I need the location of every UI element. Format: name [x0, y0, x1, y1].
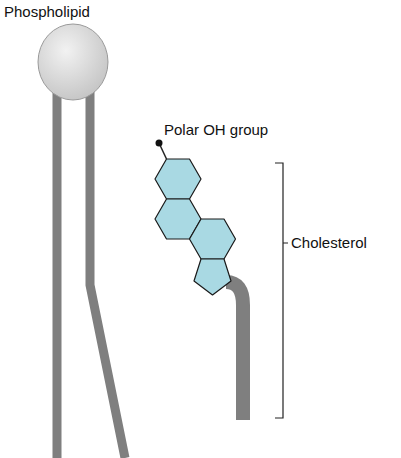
fatty-acid-tail	[90, 90, 125, 458]
callout-label: Polar OH group	[164, 121, 268, 139]
fatty-acid-tail	[53, 90, 62, 458]
oh-dot	[156, 140, 163, 147]
ring	[194, 259, 231, 295]
part-name: Phospholipid	[4, 3, 90, 21]
ring	[190, 219, 236, 259]
part-name: Cholesterol	[291, 234, 367, 252]
hydrocarbon-tail	[226, 282, 243, 420]
phospholipid-head	[38, 24, 108, 100]
ring	[155, 159, 201, 199]
bracket	[275, 163, 288, 418]
steroid-rings	[155, 159, 236, 295]
